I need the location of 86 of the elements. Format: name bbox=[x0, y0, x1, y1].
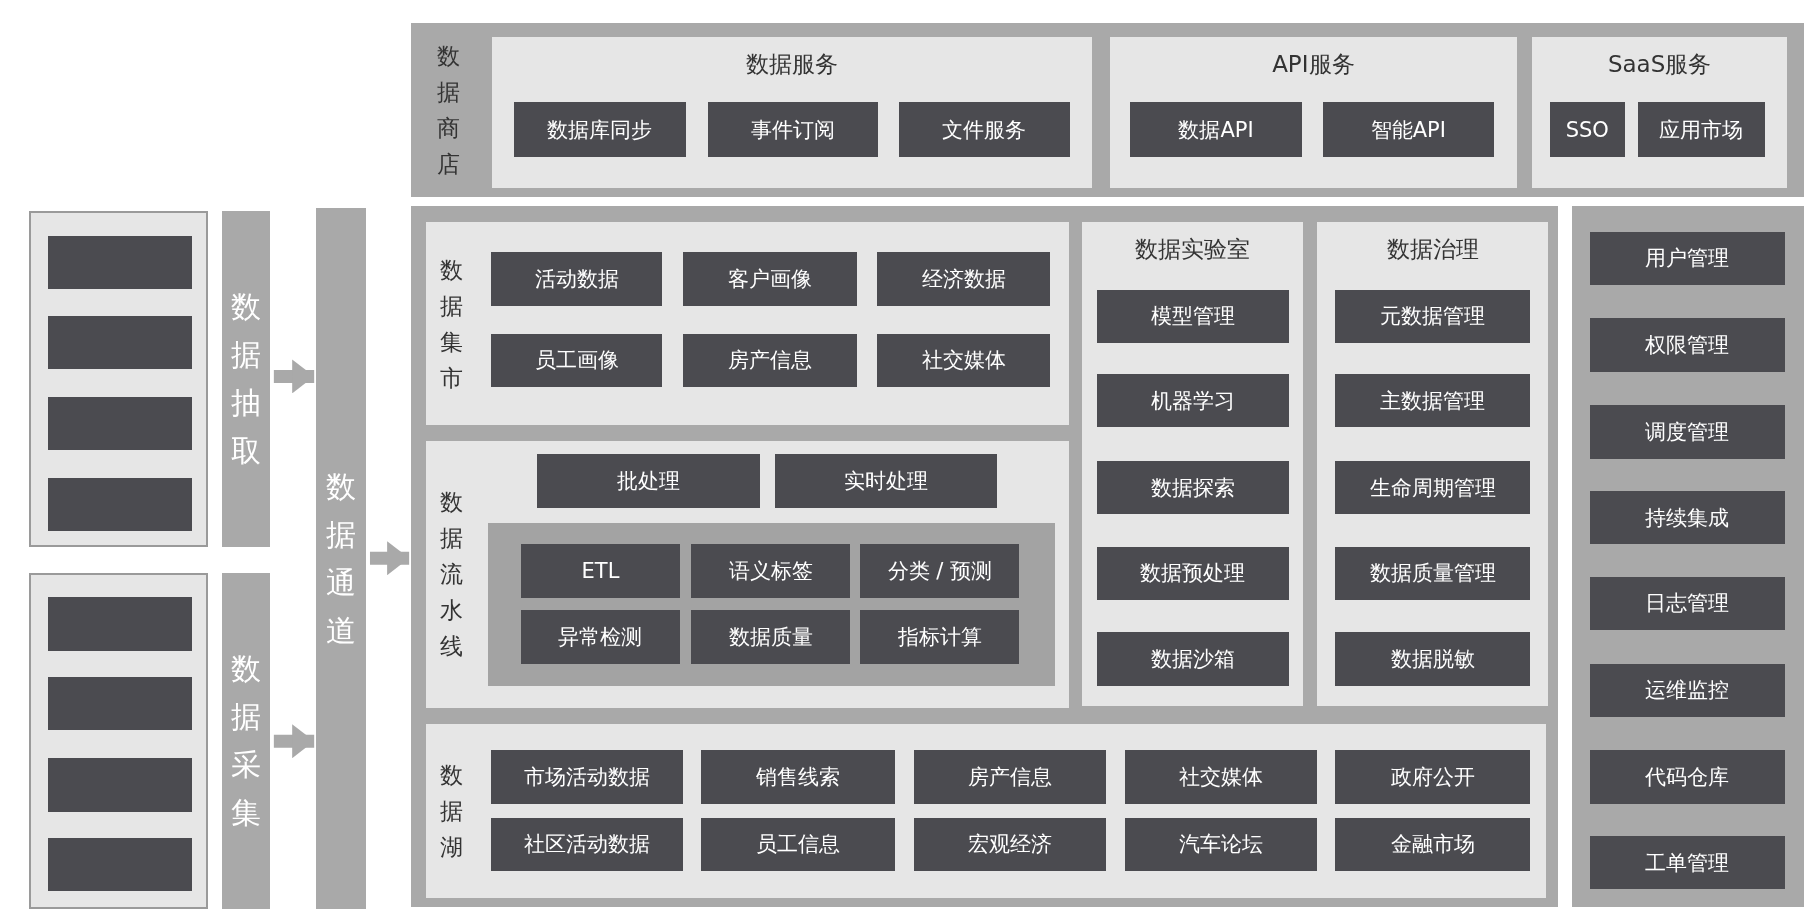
module-box: 员工画像 bbox=[491, 333, 663, 387]
module-box: 智能API bbox=[1322, 101, 1494, 158]
module-box: 客户画像 bbox=[683, 252, 857, 306]
module-box: 政府公开 bbox=[1335, 750, 1530, 804]
module-box: 事件订阅 bbox=[707, 101, 878, 158]
platform-panel bbox=[411, 23, 1805, 197]
panel-title: SaaS服务 bbox=[1607, 49, 1712, 79]
source-box bbox=[48, 597, 192, 651]
panel-title: 数据实验室 bbox=[1134, 234, 1250, 264]
arrow bbox=[273, 724, 315, 759]
panel-title: API服务 bbox=[1272, 49, 1355, 79]
module-box: 批处理 bbox=[537, 453, 760, 509]
source-box bbox=[48, 396, 192, 451]
module-box: 应用市场 bbox=[1637, 101, 1765, 158]
module-box: 日志管理 bbox=[1590, 576, 1785, 630]
module-box: 机器学习 bbox=[1096, 374, 1289, 428]
source-box bbox=[48, 478, 192, 532]
module-box: 房产信息 bbox=[913, 750, 1106, 804]
module-box: 数据沙箱 bbox=[1096, 632, 1289, 686]
stage-bar: 数据抽取 bbox=[222, 210, 270, 547]
section-panel bbox=[426, 441, 1069, 708]
module-box: 数据API bbox=[1130, 101, 1302, 158]
section-panel bbox=[1109, 37, 1518, 188]
panel-title: 数据流水线 bbox=[438, 488, 464, 662]
stage-bar: 数据通道 bbox=[316, 208, 366, 910]
module-box: 经济数据 bbox=[876, 252, 1051, 306]
arrow bbox=[370, 541, 410, 576]
module-box: 运维监控 bbox=[1590, 663, 1785, 717]
module-box: 工单管理 bbox=[1590, 836, 1785, 890]
panel-title: 数据集市 bbox=[438, 255, 464, 393]
module-box: 语义标签 bbox=[691, 544, 851, 598]
module-box: 房产信息 bbox=[683, 333, 857, 387]
panel-title: 数据服务 bbox=[746, 49, 839, 79]
inner-panel bbox=[487, 523, 1056, 686]
module-box: 市场活动数据 bbox=[491, 750, 684, 804]
panel-title: 数据湖 bbox=[438, 760, 464, 862]
module-box: 数据质量 bbox=[691, 610, 851, 664]
module-box: 生命周期管理 bbox=[1335, 460, 1530, 515]
module-box: 数据质量管理 bbox=[1335, 546, 1530, 600]
module-box: 宏观经济 bbox=[913, 817, 1106, 871]
section-panel bbox=[1316, 222, 1549, 707]
module-box: 异常检测 bbox=[521, 610, 680, 664]
section-panel bbox=[492, 37, 1093, 188]
source-group-panel bbox=[28, 573, 209, 910]
module-box: 活动数据 bbox=[491, 252, 663, 306]
module-box: 销售线索 bbox=[700, 750, 896, 804]
platform-panel bbox=[411, 206, 1558, 907]
module-box: 用户管理 bbox=[1590, 231, 1785, 285]
source-group-panel bbox=[28, 210, 209, 547]
panel-title: 数据治理 bbox=[1386, 234, 1479, 264]
section-panel bbox=[1081, 222, 1303, 707]
module-box: 调度管理 bbox=[1590, 405, 1785, 459]
module-box: 指标计算 bbox=[860, 610, 1020, 664]
section-panel bbox=[426, 723, 1547, 898]
module-box: 元数据管理 bbox=[1335, 289, 1530, 343]
source-box bbox=[48, 235, 192, 290]
section-panel bbox=[1532, 37, 1787, 188]
module-box: 文件服务 bbox=[898, 101, 1071, 158]
module-box: 汽车论坛 bbox=[1124, 817, 1317, 871]
module-box: SSO bbox=[1549, 101, 1625, 158]
module-box: 模型管理 bbox=[1096, 289, 1289, 343]
module-box: 社交媒体 bbox=[876, 333, 1051, 387]
arrow bbox=[273, 359, 315, 394]
module-box: 分类 / 预测 bbox=[860, 544, 1020, 598]
module-box: 数据探索 bbox=[1096, 460, 1289, 515]
module-box: 员工信息 bbox=[700, 817, 896, 871]
module-box: ETL bbox=[521, 544, 680, 598]
module-box: 实时处理 bbox=[774, 453, 998, 509]
platform-panel bbox=[1571, 206, 1805, 907]
module-box: 权限管理 bbox=[1590, 318, 1785, 372]
module-box: 社交媒体 bbox=[1124, 750, 1317, 804]
module-box: 社区活动数据 bbox=[491, 817, 684, 871]
section-panel bbox=[426, 222, 1069, 425]
module-box: 代码仓库 bbox=[1590, 750, 1785, 804]
source-box bbox=[48, 677, 192, 731]
module-box: 数据库同步 bbox=[514, 101, 686, 158]
module-box: 持续集成 bbox=[1590, 491, 1785, 545]
module-box: 数据脱敏 bbox=[1335, 632, 1530, 686]
panel-title: 数据商店 bbox=[435, 42, 461, 179]
source-box bbox=[48, 758, 192, 812]
source-box bbox=[48, 838, 192, 892]
source-box bbox=[48, 315, 192, 370]
module-box: 金融市场 bbox=[1335, 817, 1530, 871]
module-box: 主数据管理 bbox=[1335, 374, 1530, 428]
module-box: 数据预处理 bbox=[1096, 546, 1289, 600]
stage-bar: 数据采集 bbox=[222, 573, 270, 910]
